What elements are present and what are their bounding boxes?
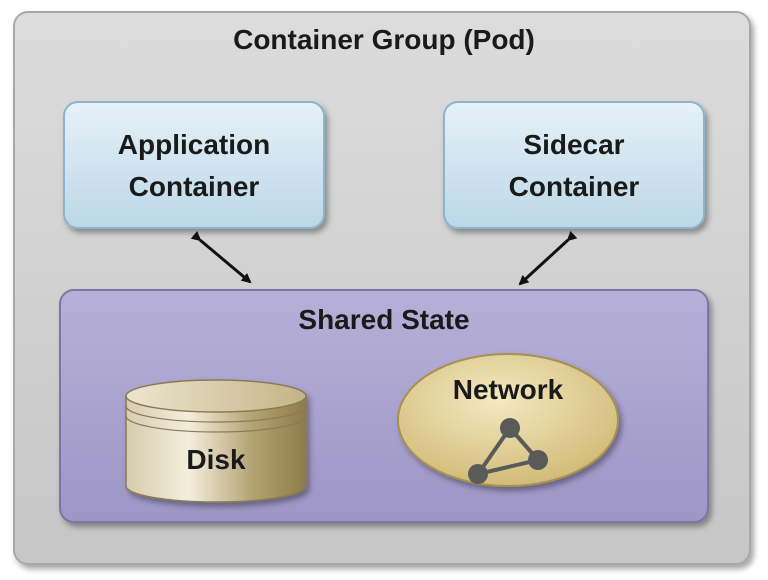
sidecar-container-box <box>443 101 705 229</box>
application-container-box <box>63 101 325 229</box>
disk-icon <box>125 379 307 503</box>
application-container-line2: Container <box>128 171 260 202</box>
application-container-line1: Application <box>117 129 271 160</box>
sidecar-shared-arrow <box>518 230 578 286</box>
sidecar-container-line1: Sidecar <box>523 129 625 160</box>
network-label: Network <box>452 374 564 405</box>
shared-state-title: Shared State <box>298 304 470 335</box>
application-container-label: Application Container <box>64 124 324 208</box>
disk-label: Disk <box>186 444 246 475</box>
application-shared-arrow <box>190 231 252 284</box>
sidecar-container-line2: Container <box>508 171 640 202</box>
sidecar-container-label: Sidecar Container <box>444 124 704 208</box>
network-graph-icon <box>468 418 548 484</box>
pod-title: Container Group (Pod) <box>233 24 535 55</box>
